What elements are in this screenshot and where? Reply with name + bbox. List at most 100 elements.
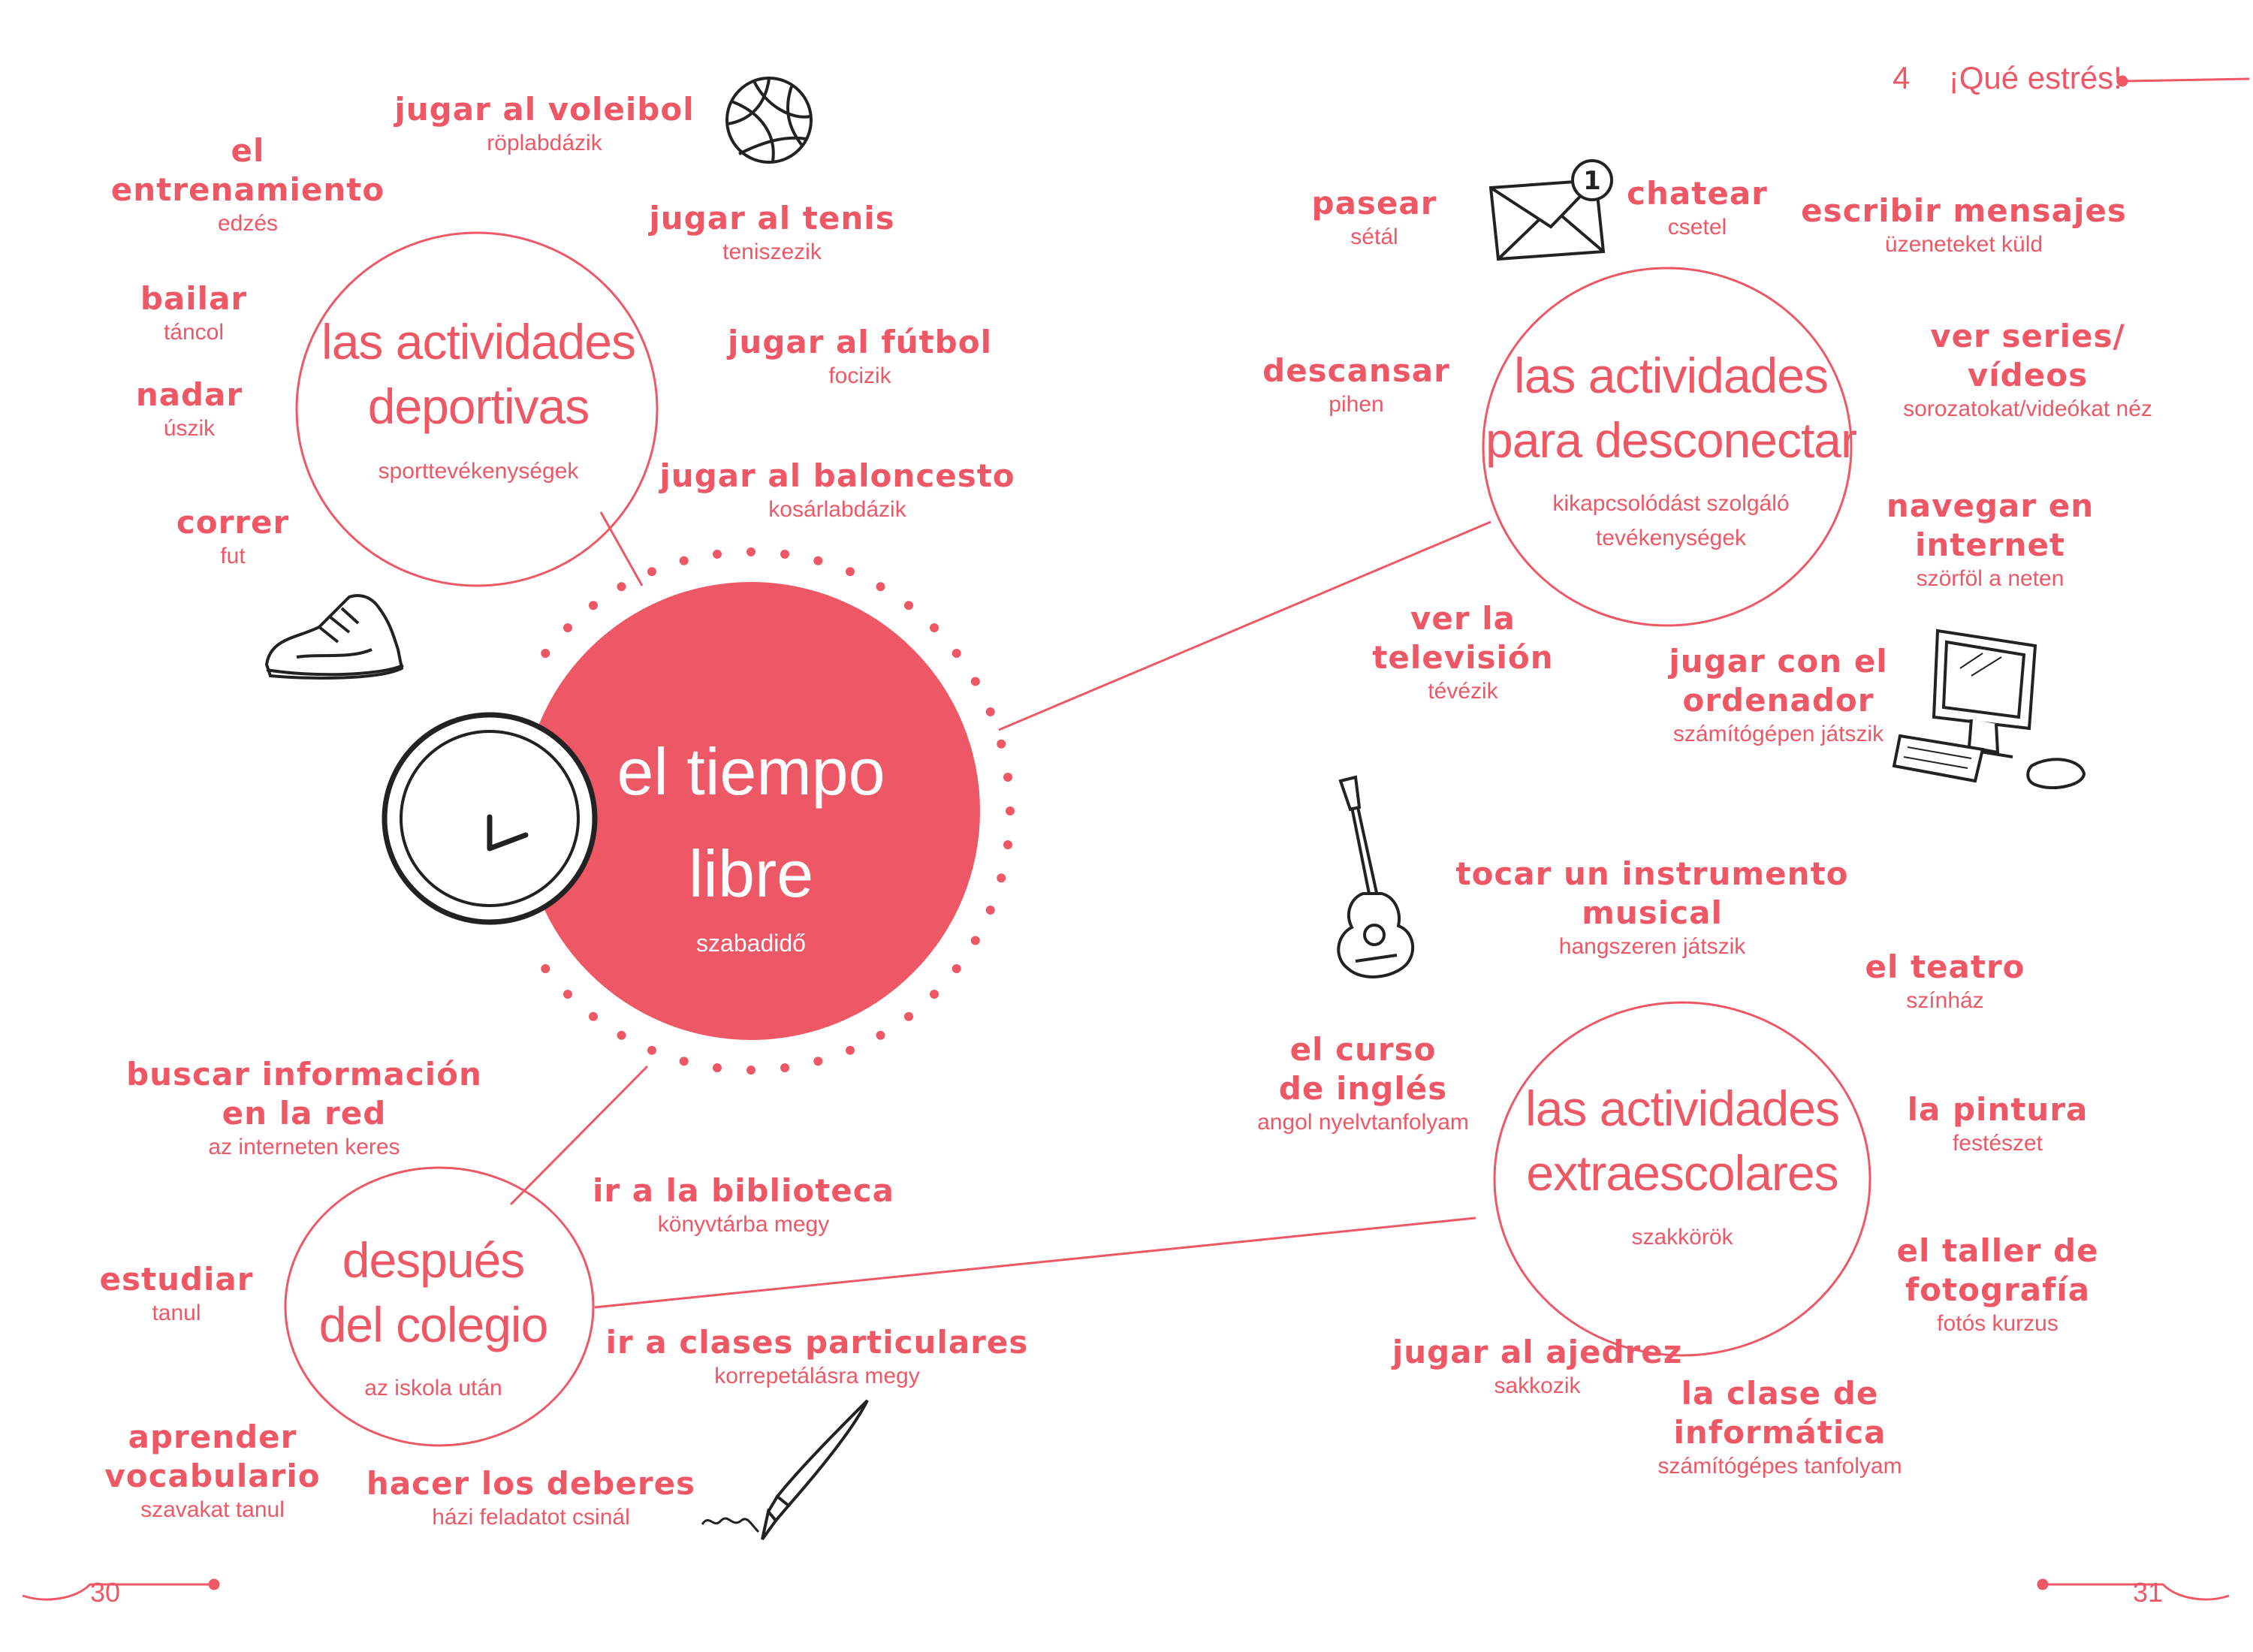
term-spanish: vídeos [1967, 357, 2089, 393]
term-spanish: ver series/ [1930, 318, 2125, 354]
connector-colegio [509, 1065, 649, 1206]
term-hungarian: tanul [152, 1301, 201, 1325]
ring-dot [746, 547, 756, 556]
guitar-icon [1337, 775, 1414, 978]
category-title-line2: extraescolares [1526, 1145, 1838, 1201]
ring-dot [563, 623, 572, 632]
category-title-line2: para desconectar [1485, 412, 1857, 468]
term-spanish: aprender [128, 1418, 297, 1455]
ring-dot [813, 1057, 823, 1066]
term-spanish: jugar al fútbol [728, 324, 992, 360]
ring-dot [746, 1066, 756, 1075]
ring-dot [589, 601, 598, 610]
ring-dot [780, 550, 789, 559]
ring-dot [846, 1045, 855, 1055]
term-spanish: jugar con el [1669, 643, 1888, 680]
term-spanish: pasear [1311, 185, 1437, 222]
term-spanish: el [231, 132, 265, 169]
ring-dot [1003, 773, 1012, 782]
term-spanish: de inglés [1278, 1070, 1448, 1107]
center-title-line2: libre [688, 837, 814, 911]
category-subtitle-line1: kikapcsolódást szolgáló [1552, 491, 1790, 516]
volleyball-icon [725, 77, 813, 164]
term-item: jugar al ajedrez sakkozik [1392, 1333, 1682, 1400]
term-hungarian: könyvtárba megy [657, 1212, 830, 1237]
circle-colegio [284, 1166, 595, 1447]
term-spanish: el taller de [1896, 1232, 2099, 1269]
ring-dot [647, 1045, 656, 1055]
category-subtitle-extraescolares: szakkörök [1631, 1225, 1733, 1250]
term-hungarian: üzeneteket küld [1884, 232, 2043, 257]
term-hungarian: korrepetálásra megy [714, 1364, 920, 1388]
ring-dot [541, 964, 550, 973]
ring-dot [713, 1063, 722, 1072]
term-hungarian: úszik [163, 416, 216, 441]
term-spanish: jugar al tenis [649, 200, 895, 237]
ring-dot [876, 582, 885, 592]
center-title: el tiempo libre [617, 721, 885, 925]
term-spanish: jugar al baloncesto [659, 457, 1015, 494]
svg-text:1: 1 [1583, 166, 1601, 196]
ring-dot [985, 906, 995, 915]
category-title-extraescolares: las actividades extraescolares [1525, 1076, 1840, 1205]
term-hungarian: festészet [1952, 1131, 2043, 1156]
term-hungarian: focizik [828, 363, 891, 388]
ring-dot [904, 601, 913, 610]
category-title-line2: deportivas [367, 378, 590, 434]
term-spanish: navegar en [1886, 487, 2095, 524]
term-hungarian: angol nyelvtanfolyam [1257, 1110, 1469, 1135]
category-title-line1: las actividades [321, 314, 636, 369]
term-spanish: tocar un instrumento [1455, 855, 1849, 892]
category-title-line2: del colegio [318, 1297, 549, 1352]
category-title-line1: después [342, 1232, 526, 1288]
ring-dot [846, 567, 855, 577]
ring-dot [617, 1030, 626, 1040]
term-hungarian: edzés [217, 211, 279, 236]
term-spanish: el teatro [1865, 948, 2025, 985]
ring-dot [589, 1011, 598, 1021]
ring-dot [876, 1030, 885, 1040]
term-hungarian: az interneten keres [208, 1135, 400, 1159]
category-title-colegio: después del colegio [318, 1228, 549, 1357]
term-spanish: entrenamiento [110, 171, 385, 208]
category-subtitle-deportivas: sporttevékenységek [378, 459, 579, 484]
category-title-desconectar: las actividades para desconectar [1485, 343, 1857, 472]
ring-dot [647, 567, 656, 577]
term-hungarian: sétál [1350, 225, 1398, 249]
ring-dot [563, 990, 572, 999]
term-item: jugar al fútbol focizik [728, 323, 992, 390]
term-spanish: chatear [1627, 175, 1768, 212]
ring-dot [970, 677, 980, 686]
computer-icon [1892, 629, 2086, 790]
page-number-right: 31 [2133, 1577, 2164, 1608]
term-hungarian: sakkozik [1494, 1373, 1581, 1398]
term-item: pasear sétál [1312, 184, 1437, 252]
envelope-icon: 1 [1488, 159, 1613, 261]
term-spanish: ver la [1410, 600, 1516, 637]
term-hungarian: csetel [1667, 215, 1727, 240]
term-spanish: bailar [140, 280, 248, 317]
term-spanish: buscar información [126, 1056, 482, 1093]
ring-dot [541, 649, 550, 658]
ring-dot [813, 556, 823, 565]
sneaker-icon [264, 594, 404, 680]
ring-dot [985, 707, 995, 716]
category-circles [284, 231, 1871, 1447]
term-spanish: jugar al voleibol [394, 91, 695, 128]
connector-lines [509, 511, 1491, 1309]
center-title-line1: el tiempo [617, 734, 885, 809]
ring-dot [904, 1011, 913, 1021]
term-spanish: jugar al ajedrez [1392, 1334, 1683, 1370]
